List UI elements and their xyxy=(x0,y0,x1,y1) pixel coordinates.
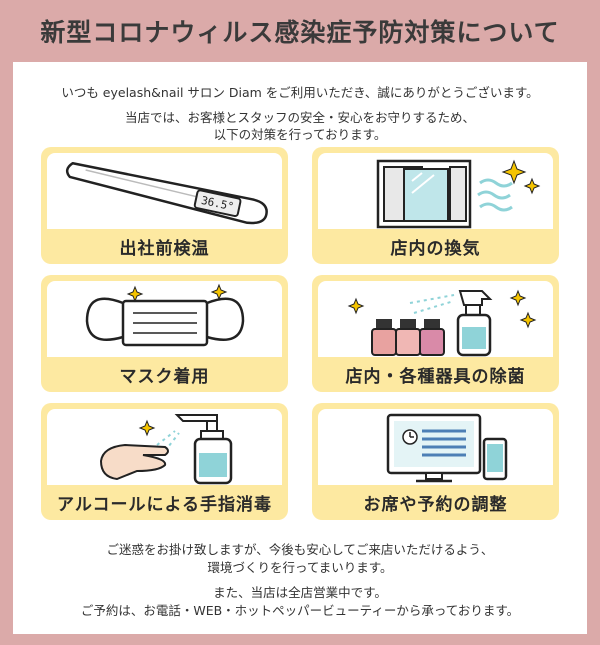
measure-card-ventilation: 店内の換気 xyxy=(312,147,559,264)
measure-label: マスク着用 xyxy=(119,367,210,387)
measure-label: アルコールによる手指消毒 xyxy=(57,495,272,515)
closing-line: 環境づくりを行ってまいります。 xyxy=(207,560,393,575)
measure-card-hand-sanitizing: アルコールによる手指消毒 xyxy=(41,403,288,520)
intro-line: 以下の対策を行っております。 xyxy=(213,127,387,142)
nail-polish-spray-icon xyxy=(318,281,553,357)
content-panel: いつも eyelash&nail サロン Diam をご利用いただき、誠にありが… xyxy=(13,62,587,634)
intro-line: 当店では、お客様とスタッフの安全・安心をお守りするため、 xyxy=(124,110,475,125)
hand-sanitizer-icon xyxy=(47,409,282,485)
measure-label: 店内・各種器具の除菌 xyxy=(345,367,526,387)
measure-card-mask: マスク着用 xyxy=(41,275,288,392)
intro-greeting: いつも eyelash&nail サロン Diam をご利用いただき、誠にありが… xyxy=(61,85,539,100)
measure-label: 店内の換気 xyxy=(390,239,481,259)
measure-card-reservation: お席や予約の調整 xyxy=(312,403,559,520)
measure-card-disinfection: 店内・各種器具の除菌 xyxy=(312,275,559,392)
window-ventilation-icon xyxy=(318,153,553,229)
notice-line: また、当店は全店営業中です。 xyxy=(213,585,387,600)
measure-card-temperature: 36.5° 出社前検温 xyxy=(41,147,288,264)
thermometer-icon: 36.5° xyxy=(47,153,282,229)
closing-line: ご迷惑をお掛け致しますが、今後も安心してご来店いただけるよう、 xyxy=(106,542,494,557)
closing-message: ご迷惑をお掛け致しますが、今後も安心してご来店いただけるよう、 環境づくりを行っ… xyxy=(13,541,587,577)
measure-label: お席や予約の調整 xyxy=(363,495,508,515)
face-mask-icon xyxy=(47,281,282,357)
computer-phone-icon xyxy=(318,409,553,485)
measure-label: 出社前検温 xyxy=(119,239,210,259)
business-notice: また、当店は全店営業中です。 ご予約は、お電話・WEB・ホットペッパービューティ… xyxy=(13,584,587,620)
notice-line: ご予約は、お電話・WEB・ホットペッパービューティーから承っております。 xyxy=(80,603,520,618)
page-title: 新型コロナウィルス感染症予防対策について xyxy=(40,18,560,47)
intro-description: 当店では、お客様とスタッフの安全・安心をお守りするため、 以下の対策を行っており… xyxy=(13,109,587,143)
